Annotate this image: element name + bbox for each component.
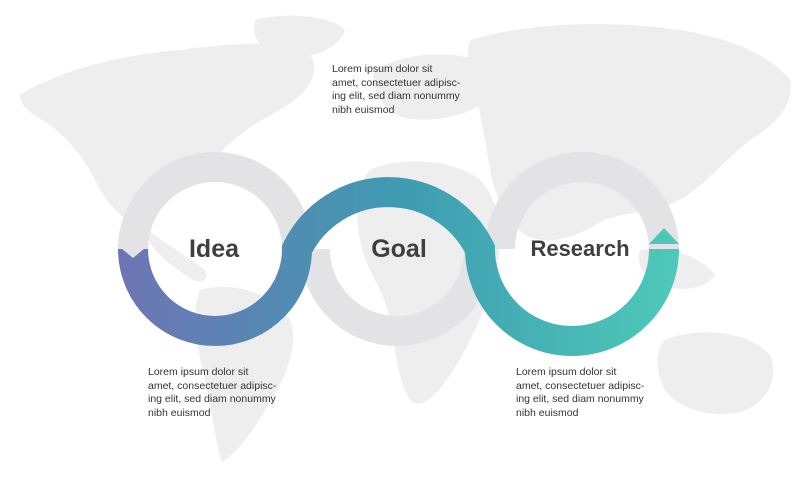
goal-description: Lorem ipsum dolor sit amet, consectetuer… [332, 63, 472, 117]
idea-description-line: Lorem ipsum dolor sit [148, 366, 249, 378]
goal-description-line: Lorem ipsum dolor sit [332, 63, 433, 75]
research-description-line: ing elit, sed diam nonummy [516, 393, 644, 405]
idea-description-line: nibh euismod [148, 406, 211, 419]
idea-description: Lorem ipsum dolor sit amet, consectetuer… [148, 366, 288, 420]
research-description-line: Lorem ipsum dolor sit [516, 366, 617, 378]
step-label-idea: Idea [189, 235, 240, 263]
idea-description-line: amet, consectetuer adipisc- [148, 379, 277, 392]
central-america-shape [140, 225, 207, 282]
research-description-line: nibh euismod [516, 406, 579, 419]
north-america-shape [20, 43, 315, 225]
australia-shape [657, 332, 774, 414]
idea-ring-top-gray [118, 152, 312, 250]
europe-shape [374, 54, 493, 120]
goal-description-line: ing elit, sed diam nonummy [332, 90, 460, 102]
research-ring-top-gray [485, 152, 679, 250]
greenland-shape [254, 15, 345, 59]
flow-band [118, 177, 679, 356]
goal-description-line: amet, consectetuer adipisc- [332, 76, 461, 89]
goal-description-line: nibh euismod [332, 103, 395, 116]
research-description: Lorem ipsum dolor sit amet, consectetuer… [516, 366, 656, 420]
flow-end-arrow [649, 228, 679, 244]
step-label-goal: Goal [371, 235, 427, 263]
research-description-line: amet, consectetuer adipisc- [516, 379, 645, 392]
flow-start-notch [116, 244, 150, 258]
idea-description-line: ing elit, sed diam nonummy [148, 393, 276, 405]
step-label-research: Research [530, 236, 629, 261]
goal-ring-bottom-gray [300, 248, 494, 346]
